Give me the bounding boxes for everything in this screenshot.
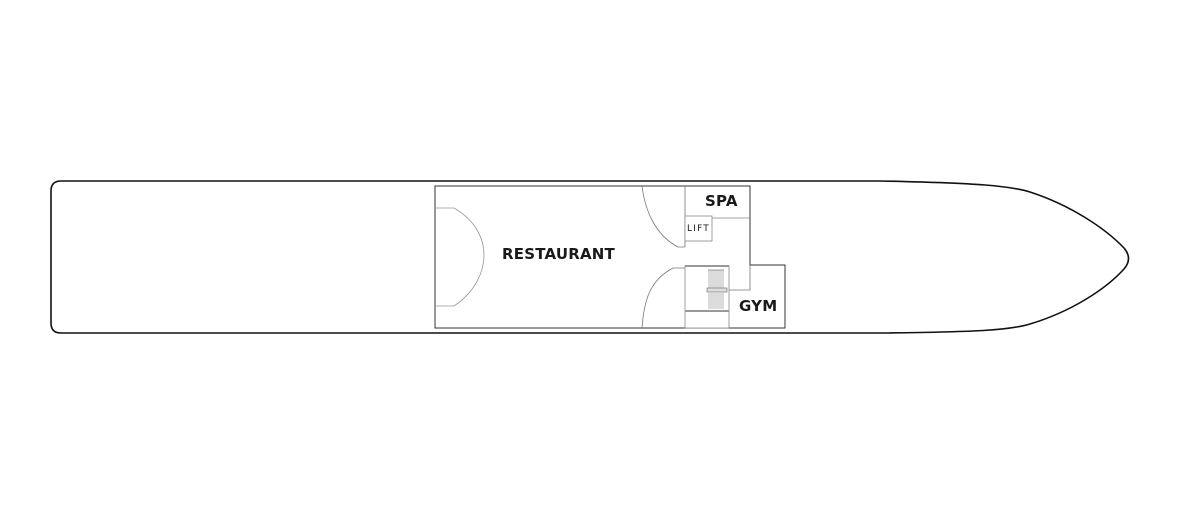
room-label-restaurant: RESTAURANT	[502, 245, 615, 263]
door-arc-lower	[641, 267, 685, 329]
stair-block	[684, 265, 730, 329]
door-arc-upper	[641, 185, 685, 248]
lift-shaft	[684, 215, 713, 242]
ship-hull-outline	[50, 180, 1130, 334]
room-label-spa: SPA	[705, 192, 738, 210]
room-label-lift: LIFT	[687, 224, 710, 234]
stairs-icon	[708, 269, 724, 309]
room-label-gym: GYM	[739, 297, 778, 315]
restaurant-counter	[436, 207, 485, 307]
